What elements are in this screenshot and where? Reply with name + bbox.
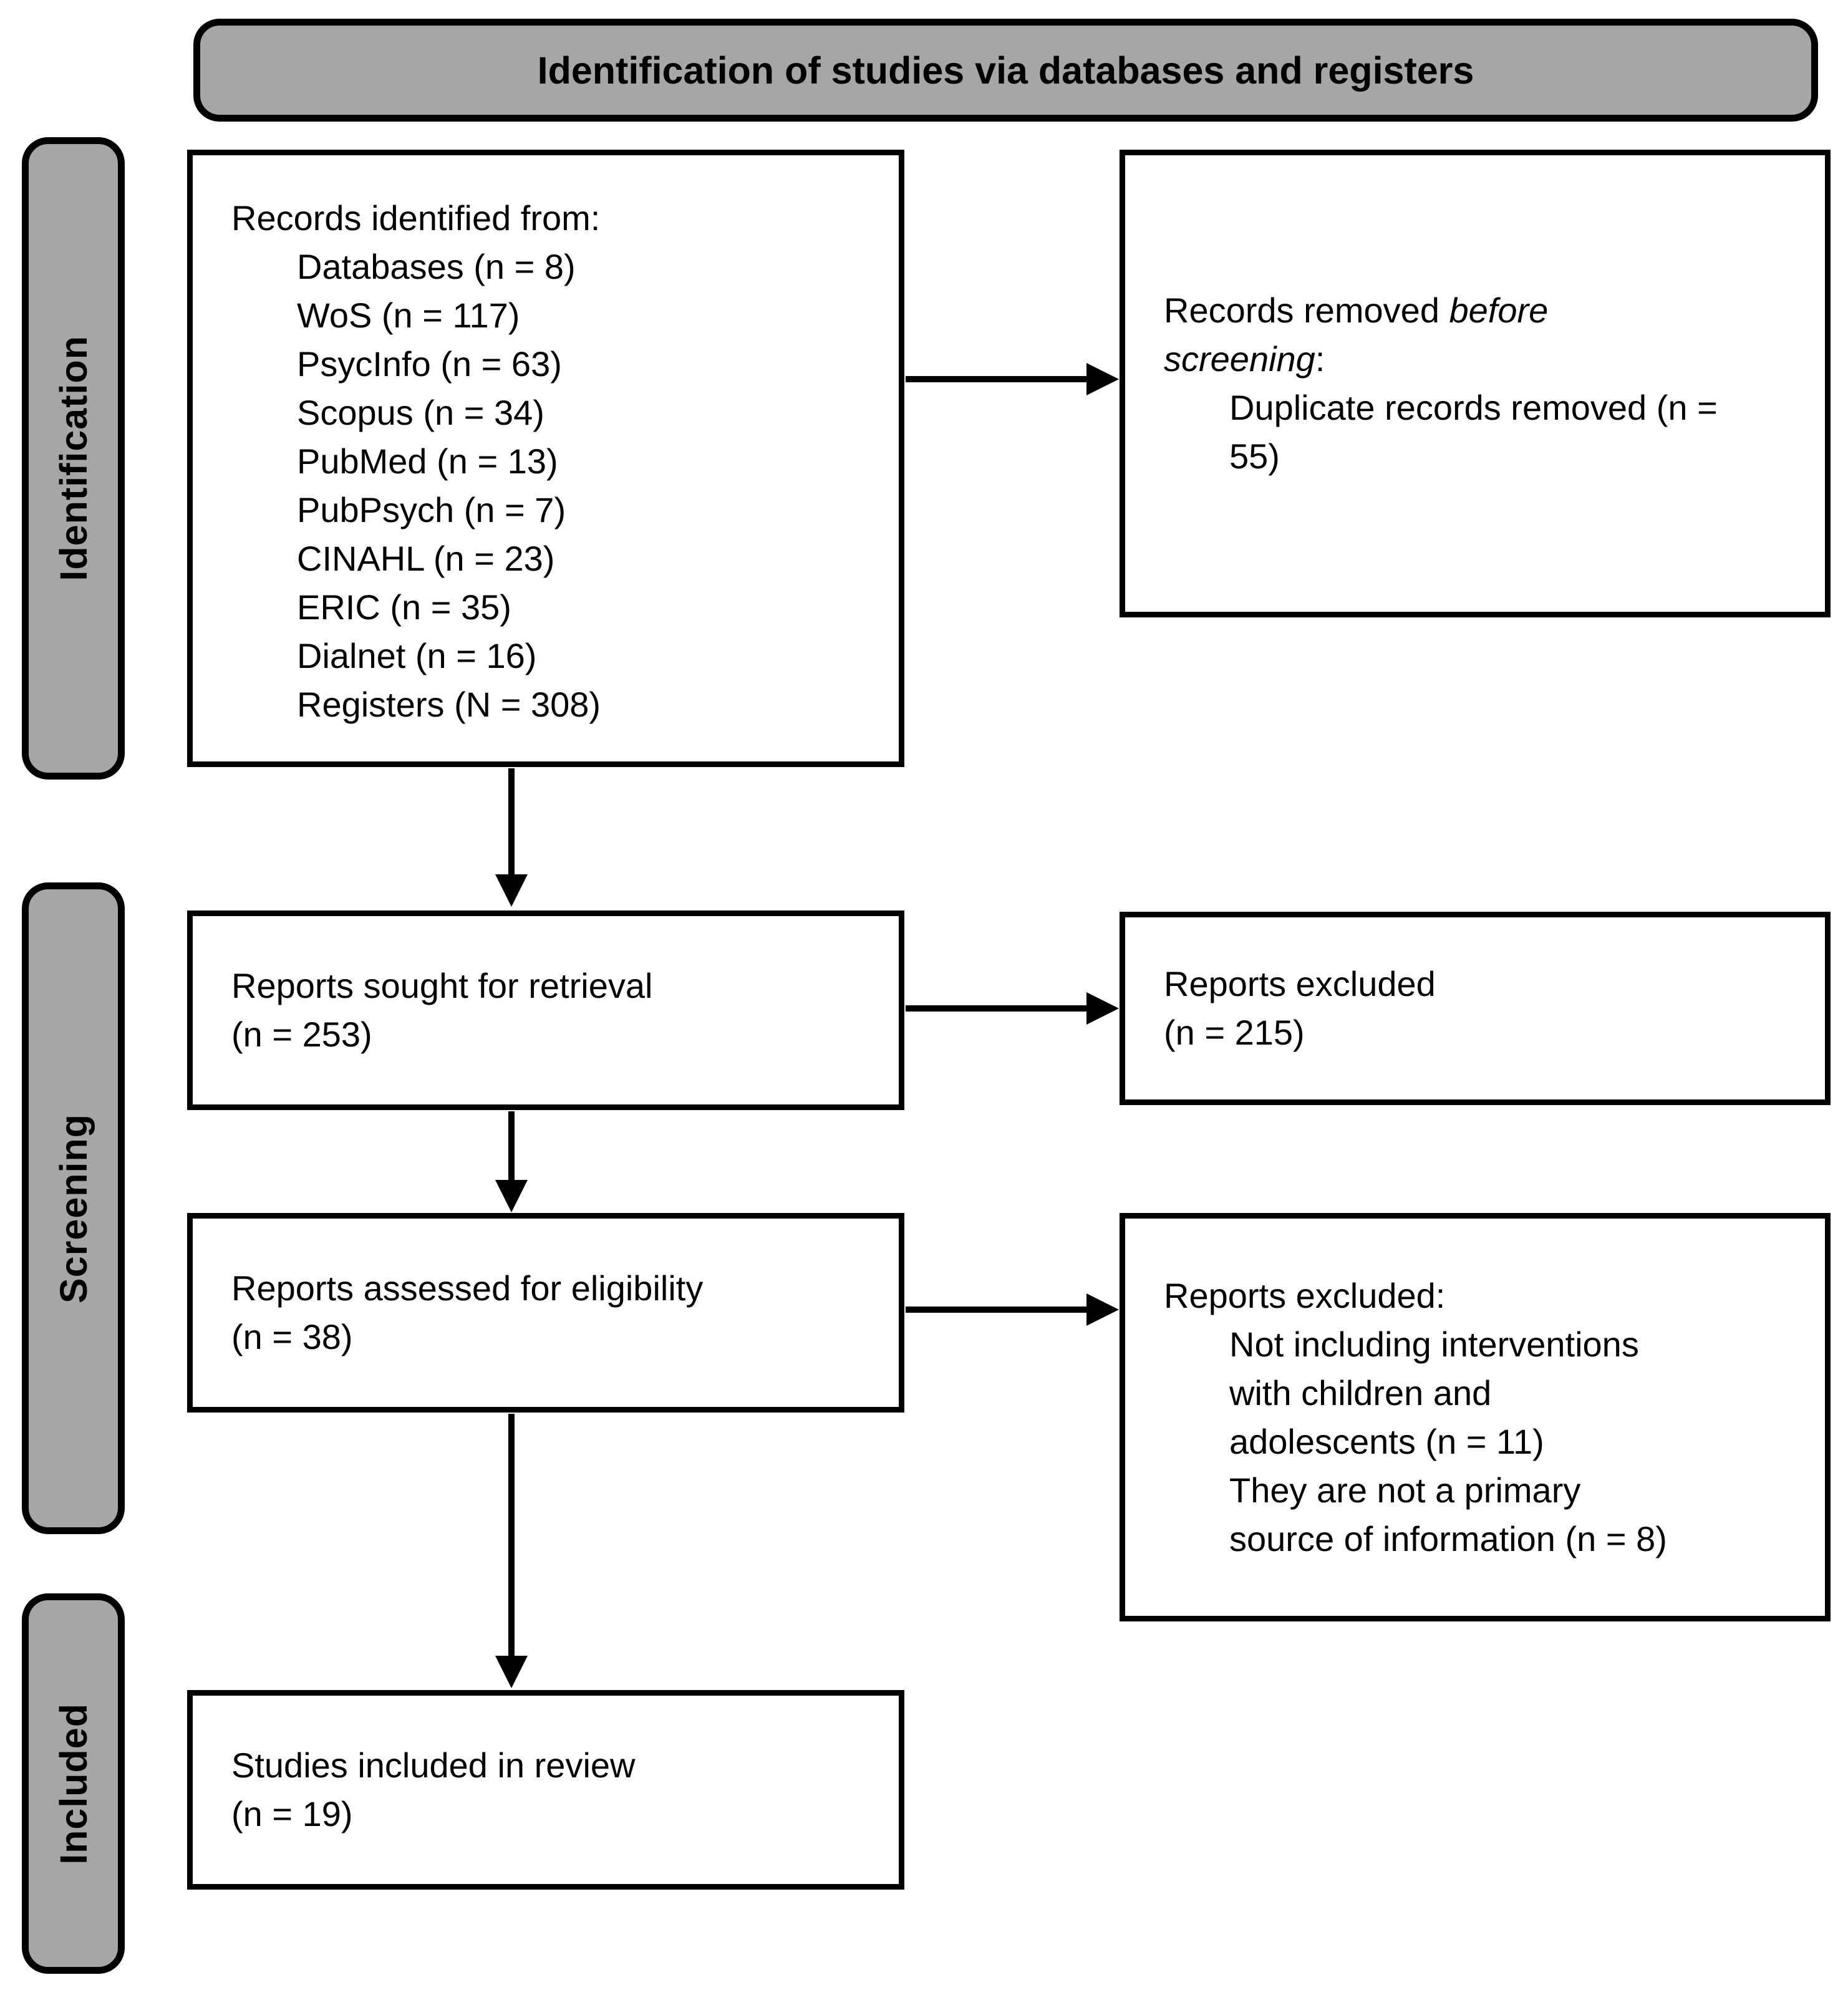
box-reports-excluded-reasons: Reports excluded: Not including interven…	[1120, 1213, 1831, 1621]
arrowhead-down-icon	[495, 1656, 528, 1688]
reports-excluded-count: (n = 215)	[1164, 1013, 1305, 1052]
stage-label-included-text: Included	[52, 1703, 95, 1865]
box-records-removed: Records removed before screening: Duplic…	[1120, 150, 1831, 617]
stage-label-identification: Identification	[22, 137, 125, 780]
arrow-line	[508, 1414, 515, 1657]
box-studies-included: Studies included in review (n = 19)	[187, 1690, 904, 1890]
record-source-item: Dialnet (n = 16)	[297, 636, 537, 675]
records-identified-heading: Records identified from:	[231, 198, 601, 238]
reports-sought-count: (n = 253)	[231, 1015, 372, 1054]
exclusion-reason-item: Not including interventions with childre…	[1229, 1324, 1639, 1461]
record-source-item: PubMed (n = 13)	[297, 442, 558, 481]
title-text: Identification of studies via databases …	[537, 49, 1474, 92]
excluded-reasons-heading: Reports excluded:	[1164, 1275, 1446, 1315]
records-removed-heading-italic: before screening	[1164, 291, 1549, 379]
box-records-identified: Records identified from: Databases (n = …	[187, 150, 904, 767]
exclusion-reason-item: They are not a primary source of informa…	[1229, 1470, 1667, 1558]
records-removed-items: Duplicate records removed (n = 55)	[1164, 384, 1812, 481]
record-source-item: Registers (N = 308)	[297, 685, 601, 724]
stage-label-included: Included	[22, 1593, 125, 1974]
removal-reason-item: Duplicate records removed (n = 55)	[1229, 388, 1718, 476]
studies-included-text: Studies included in review	[231, 1746, 636, 1785]
record-source-item: Scopus (n = 34)	[297, 393, 544, 432]
stage-label-screening-text: Screening	[52, 1113, 95, 1303]
arrowhead-right-icon	[1086, 363, 1119, 395]
arrowhead-down-icon	[495, 1180, 528, 1212]
records-removed-heading-prefix: Records removed	[1164, 291, 1449, 330]
studies-included-count: (n = 19)	[231, 1794, 353, 1833]
record-source-item: PubPsych (n = 7)	[297, 490, 566, 529]
record-source-item: Databases (n = 8)	[297, 247, 576, 286]
excluded-reasons-items: Not including interventions with childre…	[1164, 1320, 1812, 1563]
records-identified-items: Databases (n = 8) WoS (n = 117) PsycInfo…	[231, 243, 886, 729]
record-source-item: ERIC (n = 35)	[297, 587, 511, 627]
reports-sought-text: Reports sought for retrieval	[231, 966, 653, 1005]
reports-assessed-count: (n = 38)	[231, 1317, 353, 1356]
arrow-line	[906, 1005, 1088, 1012]
records-removed-heading: Records removed before screening:	[1164, 286, 1663, 384]
stage-label-identification-text: Identification	[52, 336, 95, 581]
record-source-item: WoS (n = 117)	[297, 296, 520, 335]
arrowhead-right-icon	[1086, 992, 1119, 1025]
box-reports-excluded: Reports excluded (n = 215)	[1120, 912, 1831, 1105]
box-reports-sought: Reports sought for retrieval (n = 253)	[187, 911, 904, 1110]
reports-excluded-text: Reports excluded	[1164, 964, 1436, 1003]
record-source-item: CINAHL (n = 23)	[297, 539, 555, 578]
arrow-line	[508, 768, 515, 876]
stage-label-screening: Screening	[22, 882, 125, 1534]
arrowhead-right-icon	[1086, 1293, 1119, 1326]
records-removed-heading-suffix: :	[1315, 339, 1325, 379]
box-reports-assessed: Reports assessed for eligibility (n = 38…	[187, 1213, 904, 1413]
record-source-item: PsycInfo (n = 63)	[297, 344, 562, 384]
arrow-line	[906, 376, 1088, 382]
reports-assessed-text: Reports assessed for eligibility	[231, 1268, 704, 1308]
arrowhead-down-icon	[495, 874, 528, 907]
arrow-line	[906, 1307, 1088, 1313]
arrow-line	[508, 1111, 515, 1181]
title-banner: Identification of studies via databases …	[193, 19, 1818, 122]
